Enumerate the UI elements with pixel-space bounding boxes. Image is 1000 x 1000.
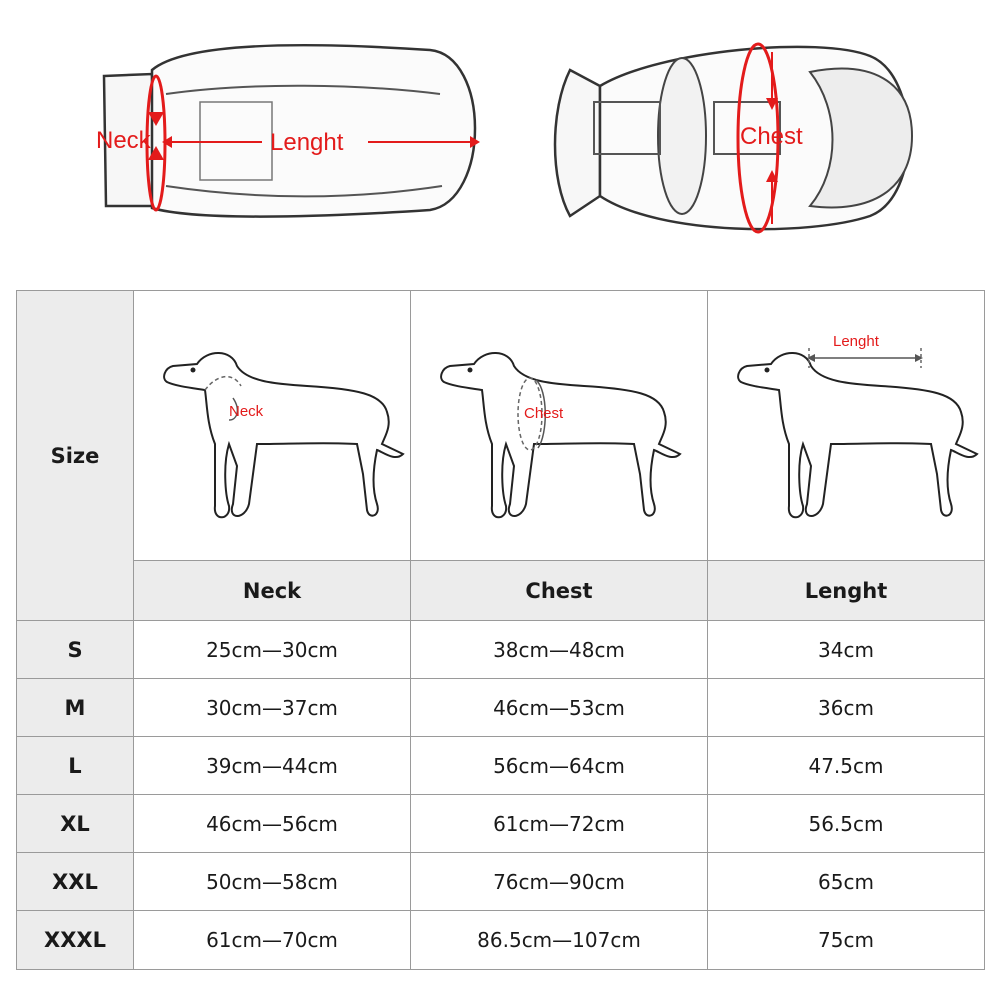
length-cell: 56.5cm (707, 794, 985, 853)
length-cell: 36cm (707, 678, 985, 737)
length-figure-label: Lenght (833, 333, 880, 350)
neck-cell: 46cm—56cm (133, 794, 411, 853)
table-row: L 39cm—44cm 56cm—64cm 47.5cm (16, 736, 985, 795)
col-header-length: Lenght (707, 560, 985, 621)
chest-cell: 86.5cm—107cm (410, 910, 708, 970)
chest-cell: 56cm—64cm (410, 736, 708, 795)
chest-cell: 76cm—90cm (410, 852, 708, 911)
column-header-row: Neck Chest Lenght (17, 560, 985, 621)
table-row: XXL 50cm—58cm 76cm—90cm 65cm (16, 852, 985, 911)
size-cell: XXL (16, 852, 134, 911)
table-row: XL 46cm—56cm 61cm—72cm 56.5cm (16, 794, 985, 853)
neck-label: Neck (96, 127, 152, 154)
length-cell: 47.5cm (707, 736, 985, 795)
chest-figure-label: Chest (524, 405, 564, 422)
coat-bottom-view: Chest (540, 30, 930, 240)
figure-row: Size Neck Chest (16, 290, 985, 621)
neck-cell: 39cm—44cm (133, 736, 411, 795)
size-cell: L (16, 736, 134, 795)
length-cell: 75cm (707, 910, 985, 970)
neck-figure: Neck (133, 290, 411, 561)
col-header-chest: Chest (410, 560, 708, 621)
col-header-neck: Neck (133, 560, 411, 621)
neck-cell: 50cm—58cm (133, 852, 411, 911)
chest-cell: 46cm—53cm (410, 678, 708, 737)
size-cell: XL (16, 794, 134, 853)
coat-top-view: Neck Lenght (90, 30, 500, 230)
chest-label: Chest (740, 123, 803, 150)
neck-cell: 30cm—37cm (133, 678, 411, 737)
neck-cell: 25cm—30cm (133, 620, 411, 679)
chest-cell: 61cm—72cm (410, 794, 708, 853)
length-cell: 65cm (707, 852, 985, 911)
chest-figure: Chest (410, 290, 708, 561)
size-cell: XXXL (16, 910, 134, 970)
length-figure: Lenght (707, 290, 985, 561)
size-header: Size (16, 290, 134, 621)
neck-figure-label: Neck (229, 403, 264, 420)
length-label: Lenght (270, 129, 344, 156)
size-cell: M (16, 678, 134, 737)
neck-cell: 61cm—70cm (133, 910, 411, 970)
size-cell: S (16, 620, 134, 679)
size-chart-table: Size Neck Chest (16, 290, 985, 970)
chest-cell: 38cm—48cm (410, 620, 708, 679)
table-row: XXXL 61cm—70cm 86.5cm—107cm 75cm (16, 910, 985, 970)
table-row: S 25cm—30cm 38cm—48cm 34cm (16, 620, 985, 679)
length-cell: 34cm (707, 620, 985, 679)
table-row: M 30cm—37cm 46cm—53cm 36cm (16, 678, 985, 737)
